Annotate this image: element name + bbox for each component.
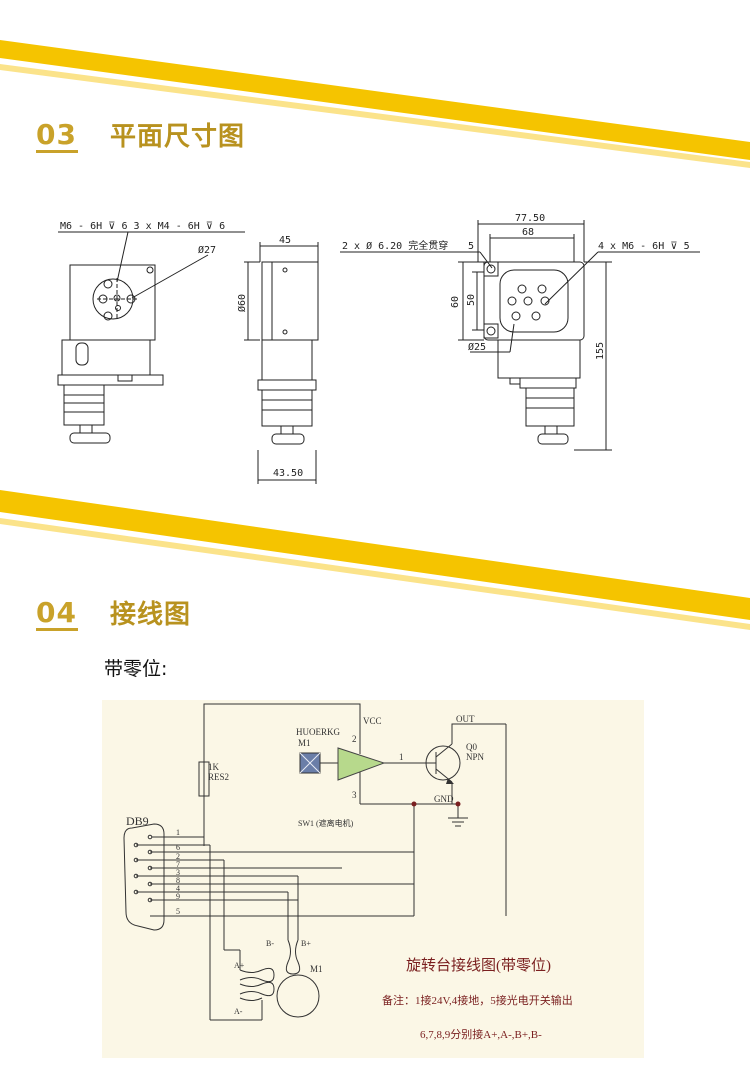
b-minus-label: B- xyxy=(266,939,274,948)
db9-pin-8: 8 xyxy=(176,876,180,885)
side-dia-60: Ø60 xyxy=(236,294,248,312)
section-04-underline xyxy=(36,628,78,631)
top-dim-5: 5 xyxy=(468,241,474,252)
db9-pin-5: 5 xyxy=(176,907,180,916)
wiring-note-2: 6,7,8,9分别接A+,A-,B+,B- xyxy=(420,1028,542,1041)
db9-pin-3: 3 xyxy=(176,868,180,877)
section-03-underline xyxy=(36,150,78,153)
dimension-drawings: M6 - 6H ⊽ 6 3 x M4 - 6H ⊽ 6 Ø27 45 Ø60 4… xyxy=(57,213,700,484)
top-thread-note: 4 x M6 - 6H ⊽ 5 xyxy=(598,241,690,252)
section-04-title: 接线图 xyxy=(110,600,192,630)
section-03-title: 平面尺寸图 xyxy=(110,122,246,152)
side-dim-45: 45 xyxy=(279,235,291,246)
a-plus-label: A+ xyxy=(234,961,245,970)
db9-pin-4: 4 xyxy=(176,884,180,893)
sensor-m1-label: M1 xyxy=(298,738,311,748)
top-dim-60: 60 xyxy=(450,296,461,308)
vcc-label: VCC xyxy=(363,716,382,726)
db9-pin-2: 2 xyxy=(176,852,180,861)
db9-pin-9: 9 xyxy=(176,892,180,901)
front-dia-27: Ø27 xyxy=(198,244,216,256)
front-view xyxy=(57,231,245,444)
top-dim-50: 50 xyxy=(466,294,477,306)
motor-m1-label: M1 xyxy=(310,964,323,974)
wiring-diagram: HUOERKG M1 VCC OUT 2 3 1 Q0 NPN GND 1K R… xyxy=(102,700,644,1058)
amp-pin-2: 2 xyxy=(352,734,357,744)
top-dim-77-50: 77.50 xyxy=(515,213,545,224)
transistor-npn: NPN xyxy=(466,752,485,762)
resistor-value: 1K xyxy=(208,762,220,772)
db9-pin-6: 6 xyxy=(176,843,180,852)
side-view xyxy=(244,242,319,484)
transistor-q0: Q0 xyxy=(466,742,477,752)
db9-pin-1: 1 xyxy=(176,828,180,837)
db9-pin-7: 7 xyxy=(176,860,180,869)
amp-pin-3: 3 xyxy=(352,790,357,800)
resistor-name: RES2 xyxy=(208,772,229,782)
brand-label: HUOERKG xyxy=(296,727,340,737)
wiring-title: 旋转台接线图(带零位) xyxy=(406,957,551,974)
section-04-number: 04 xyxy=(36,596,77,629)
b-plus-label: B+ xyxy=(301,939,311,948)
amp-pin-1: 1 xyxy=(399,752,404,762)
wiring-note-1: 备注：1接24V,4接地，5接光电开关输出 xyxy=(382,993,573,1007)
gnd-label: GND xyxy=(434,794,454,804)
sw1-label: SW1 (遮离电机) xyxy=(298,818,354,828)
wiring-subheading: 带零位: xyxy=(104,658,168,680)
front-thread-note: M6 - 6H ⊽ 6 3 x M4 - 6H ⊽ 6 xyxy=(60,221,225,232)
middle-yellow-band xyxy=(0,490,750,630)
top-dim-155: 155 xyxy=(595,342,606,360)
section-03-number: 03 xyxy=(36,118,77,151)
side-dim-43-50: 43.50 xyxy=(273,468,303,479)
top-yellow-band xyxy=(0,40,750,168)
top-dim-68: 68 xyxy=(522,227,534,238)
db9-label: DB9 xyxy=(126,814,149,828)
a-minus-label: A- xyxy=(234,1007,243,1016)
top-hole-note: 2 x Ø 6.20 完全贯穿 xyxy=(342,239,448,252)
top-view xyxy=(340,220,700,451)
out-label: OUT xyxy=(456,714,475,724)
top-dia-25: Ø25 xyxy=(468,341,486,353)
